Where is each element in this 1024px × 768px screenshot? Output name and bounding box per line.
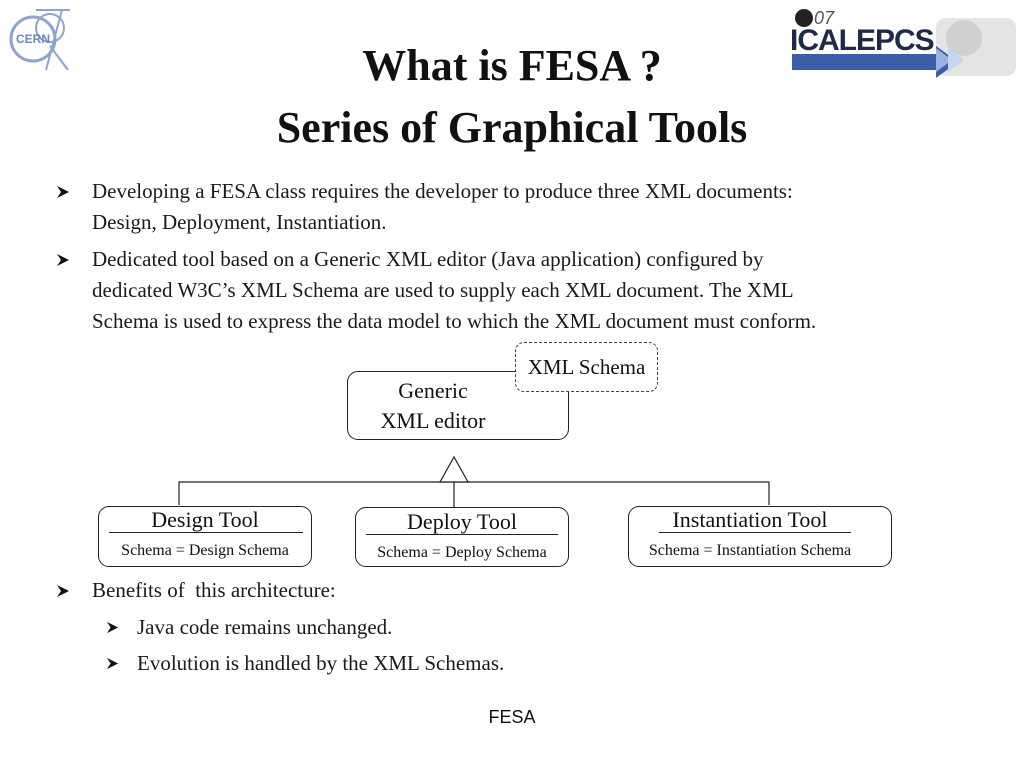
bullet-2-line2: dedicated W3C’s XML Schema are used to s…	[92, 278, 794, 302]
footer-label: FESA	[488, 707, 536, 727]
editor-label-line1: Generic	[398, 378, 468, 403]
deploy-tool-box: Deploy Tool Schema = Deploy Schema	[355, 507, 569, 567]
benefit-item-1-text: Java code remains unchanged.	[137, 615, 393, 639]
instantiation-tool-box: Instantiation Tool Schema = Instantiatio…	[628, 506, 892, 567]
benefits-heading: Benefits of this architecture:	[0, 575, 1024, 607]
benefit-item-1: Java code remains unchanged.	[0, 612, 1024, 644]
arrow-bullet-icon	[106, 621, 119, 634]
bullet-2: Dedicated tool based on a Generic XML ed…	[0, 244, 1024, 340]
page-title-line2: Series of Graphical Tools	[276, 103, 748, 152]
bullet-2-line3: Schema is used to express the data model…	[92, 309, 817, 333]
arrow-bullet-icon	[57, 254, 69, 266]
benefits-heading-text: Benefits of this architecture:	[92, 578, 336, 602]
arrow-bullet-icon	[106, 657, 119, 670]
benefit-item-2-text: Evolution is handled by the XML Schemas.	[137, 651, 505, 675]
inheritance-triangle	[438, 455, 470, 483]
design-tool-divider	[109, 532, 303, 533]
icalepcs-logo: 07 ICALEPCS	[790, 8, 1016, 78]
arrow-bullet-icon	[57, 186, 69, 198]
cern-logo-text: CERN	[16, 32, 50, 46]
design-tool-box: Design Tool Schema = Design Schema	[98, 506, 312, 567]
design-tool-title: Design Tool	[151, 507, 259, 532]
design-tool-schema: Schema = Design Schema	[121, 542, 289, 559]
xml-schema-box	[515, 342, 658, 392]
deploy-tool-divider	[366, 534, 558, 535]
cern-logo: CERN	[9, 9, 70, 71]
svg-text:07: 07	[814, 8, 835, 28]
editor-label-line2: XML editor	[380, 408, 486, 433]
bullet-1-line2: Design, Deployment, Instantiation.	[92, 210, 387, 234]
instantiation-tool-divider	[659, 532, 851, 533]
benefit-item-2: Evolution is handled by the XML Schemas.	[0, 648, 1024, 680]
deploy-tool-title: Deploy Tool	[407, 509, 517, 534]
icalepcs-logo-text: ICALEPCS	[790, 24, 934, 57]
instantiation-tool-title: Instantiation Tool	[672, 507, 828, 532]
bullet-1: Developing a FESA class requires the dev…	[0, 176, 1024, 240]
page-title-line1: What is FESA ?	[362, 41, 662, 90]
arrow-bullet-icon	[57, 585, 69, 597]
bullet-1-line1: Developing a FESA class requires the dev…	[92, 179, 793, 203]
deploy-tool-schema: Schema = Deploy Schema	[377, 544, 547, 561]
bullet-2-line1: Dedicated tool based on a Generic XML ed…	[92, 247, 764, 271]
generic-xml-editor-box: Generic XML editor	[347, 371, 569, 440]
xml-schema-label: XML Schema	[527, 355, 646, 379]
instantiation-tool-schema: Schema = Instantiation Schema	[648, 542, 852, 559]
